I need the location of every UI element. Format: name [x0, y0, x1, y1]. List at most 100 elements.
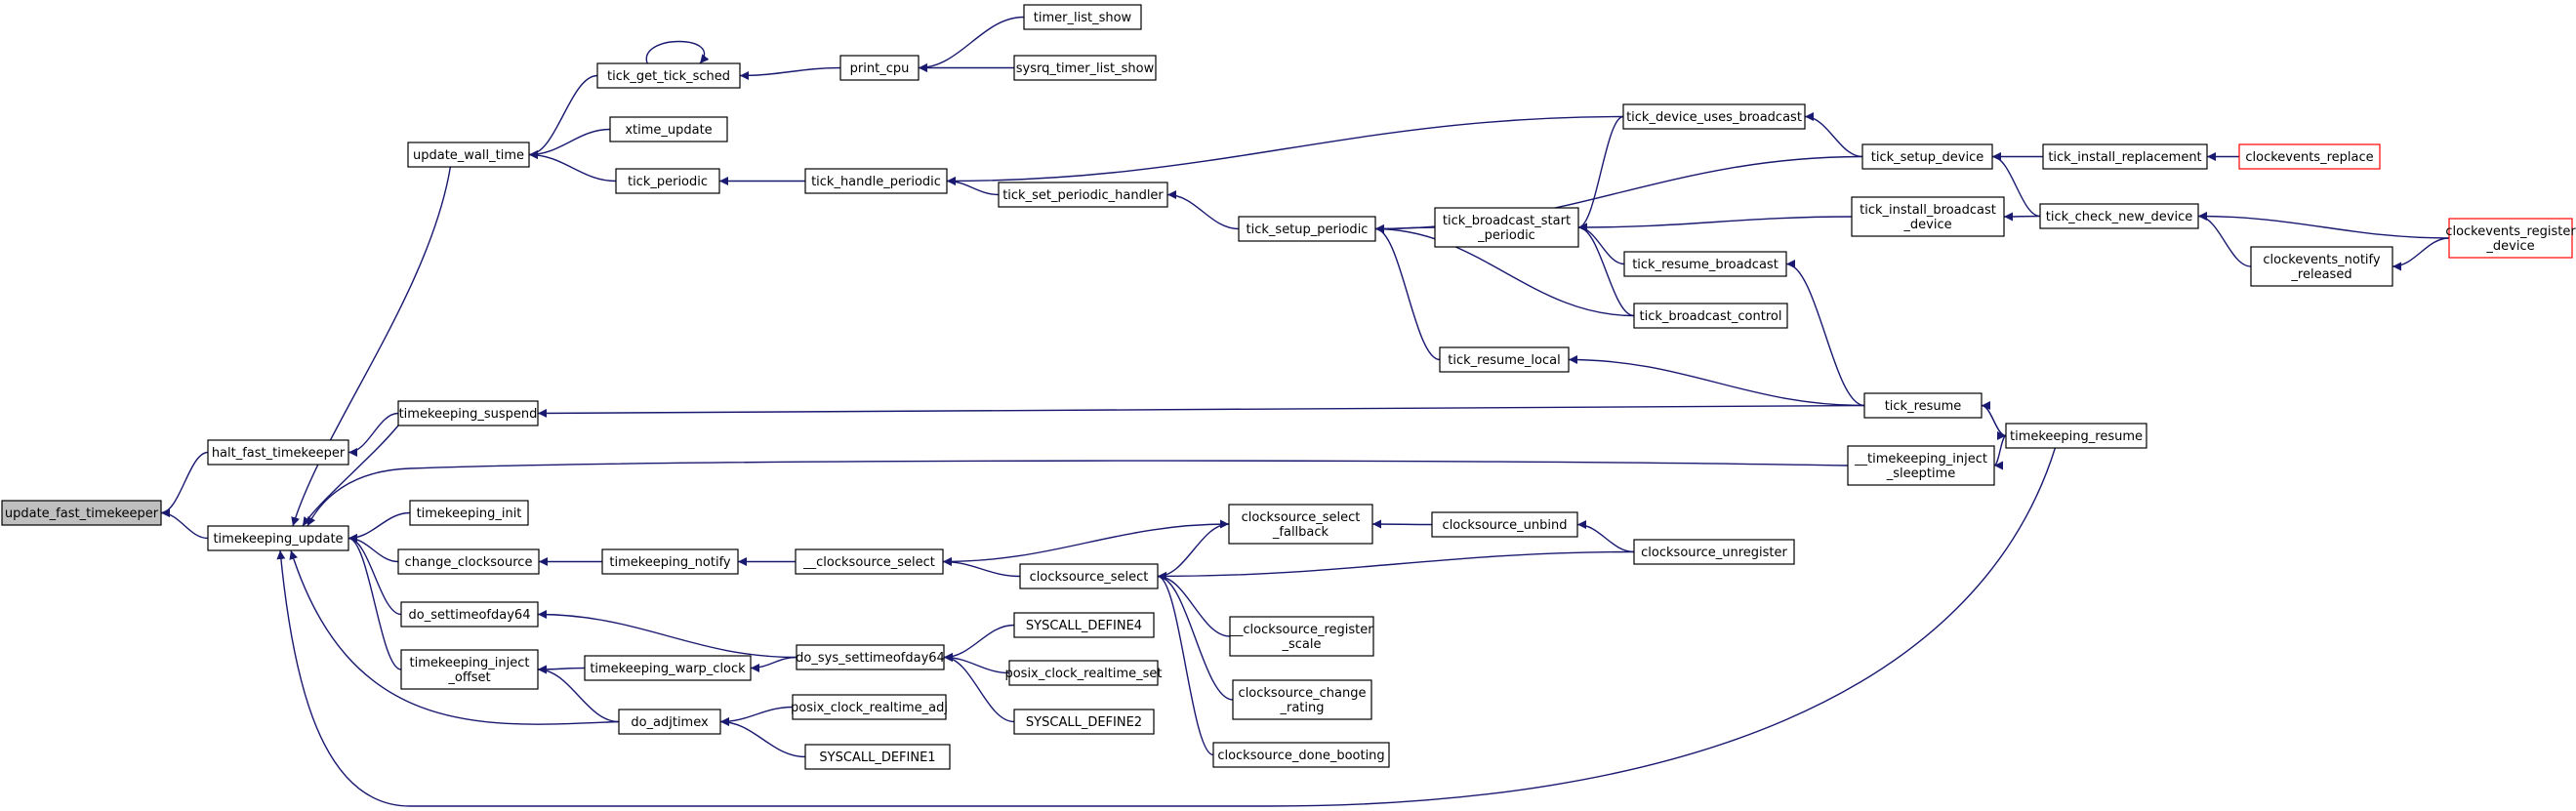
node-box[interactable] — [1431, 511, 1578, 538]
node-update-fast-timekeeper[interactable]: update_fast_timekeeper — [1, 500, 162, 526]
node-timekeeping-warp-clock[interactable]: timekeeping_warp_clock — [584, 655, 752, 681]
node-xtime-update[interactable]: xtime_update — [609, 116, 728, 142]
node-box[interactable] — [584, 655, 752, 681]
node-box[interactable] — [1023, 4, 1142, 30]
node-box[interactable] — [400, 601, 539, 628]
node-box[interactable] — [1019, 563, 1159, 589]
node-timekeeping-suspend[interactable]: timekeeping_suspend — [397, 400, 539, 426]
node-tick-setup-device[interactable]: tick_setup_device — [1861, 143, 1993, 170]
node-box[interactable] — [2448, 218, 2573, 259]
node-box[interactable] — [596, 62, 741, 89]
node-box[interactable] — [1229, 616, 1374, 657]
node-box[interactable] — [397, 400, 539, 426]
node-box[interactable] — [1228, 504, 1373, 545]
node-tick-resume-broadcast[interactable]: tick_resume_broadcast — [1623, 251, 1787, 277]
node-posix-clock-realtime-set[interactable]: posix_clock_realtime_set — [1004, 660, 1163, 686]
node-tick-set-periodic-handler[interactable]: tick_set_periodic_handler — [998, 182, 1168, 208]
node-box[interactable] — [1, 500, 162, 526]
node-box[interactable] — [1861, 143, 1993, 170]
node-syscall-define4[interactable]: SYSCALL_DEFINE4 — [1013, 612, 1155, 638]
node-tick-resume[interactable]: tick_resume — [1863, 392, 1983, 419]
node-posix-clock-realtime-adj[interactable]: posix_clock_realtime_adj — [791, 694, 948, 720]
node-box[interactable] — [1851, 196, 2005, 237]
node-timer-list-show[interactable]: timer_list_show — [1023, 4, 1142, 30]
node-clocksource-select[interactable]: __clocksource_select — [795, 548, 944, 575]
node-box[interactable] — [609, 116, 728, 142]
node-tick-resume-local[interactable]: tick_resume_local — [1439, 346, 1570, 373]
node-timekeeping-resume[interactable]: timekeeping_resume — [2005, 423, 2147, 449]
node-box[interactable] — [2005, 423, 2147, 449]
node-box[interactable] — [1633, 539, 1795, 565]
node-box[interactable] — [601, 548, 739, 575]
node-sysrq-timer-list-show[interactable]: sysrq_timer_list_show — [1013, 55, 1157, 81]
node-syscall-define1[interactable]: SYSCALL_DEFINE1 — [804, 744, 951, 770]
node-box[interactable] — [2250, 246, 2393, 287]
node-timekeeping-update[interactable]: timekeeping_update — [207, 525, 349, 551]
node-box[interactable] — [1847, 445, 1995, 486]
node-clocksource-change-rating[interactable]: clocksource_change_rating — [1232, 679, 1372, 720]
node-box[interactable] — [804, 168, 948, 194]
node-box[interactable] — [1863, 392, 1983, 419]
node-box[interactable] — [1238, 216, 1376, 242]
node-timekeeping-notify[interactable]: timekeeping_notify — [601, 548, 739, 575]
node-tick-install-broadcast-device[interactable]: tick_install_broadcast_device — [1851, 196, 2005, 237]
node-box[interactable] — [615, 168, 720, 194]
node-clocksource-register-scale[interactable]: __clocksource_register_scale — [1229, 616, 1374, 657]
node-tick-get-tick-sched[interactable]: tick_get_tick_sched — [596, 62, 741, 89]
node-timekeeping-init[interactable]: timekeeping_init — [409, 500, 529, 526]
node-timekeeping-inject-sleeptime[interactable]: __timekeeping_inject_sleeptime — [1847, 445, 1995, 486]
node-tick-broadcast-start-periodic[interactable]: tick_broadcast_start_periodic — [1434, 207, 1579, 248]
node-box[interactable] — [409, 500, 529, 526]
node-clockevents-replace[interactable]: clockevents_replace — [2238, 143, 2381, 170]
node-box[interactable] — [618, 709, 721, 735]
node-syscall-define2[interactable]: SYSCALL_DEFINE2 — [1013, 709, 1155, 735]
node-box[interactable] — [1439, 346, 1570, 373]
node-clocksource-select-fallback[interactable]: clocksource_select_fallback — [1228, 504, 1373, 545]
node-box[interactable] — [207, 439, 349, 466]
node-box[interactable] — [2238, 143, 2381, 170]
node-box[interactable] — [1013, 612, 1155, 638]
node-halt-fast-timekeeper[interactable]: halt_fast_timekeeper — [207, 439, 349, 466]
node-box[interactable] — [1013, 55, 1157, 81]
node-clockevents-notify-released[interactable]: clockevents_notify_released — [2250, 246, 2393, 287]
node-tick-setup-periodic[interactable]: tick_setup_periodic — [1238, 216, 1376, 242]
node-tick-broadcast-control[interactable]: tick_broadcast_control — [1633, 303, 1788, 329]
node-box[interactable] — [1622, 103, 1806, 130]
node-box[interactable] — [2039, 203, 2199, 229]
node-box[interactable] — [839, 55, 920, 81]
node-do-sys-settimeofday64[interactable]: do_sys_settimeofday64 — [796, 644, 945, 670]
node-tick-device-uses-broadcast[interactable]: tick_device_uses_broadcast — [1622, 103, 1806, 130]
node-box[interactable] — [1623, 251, 1787, 277]
node-update-wall-time[interactable]: update_wall_time — [407, 142, 530, 168]
node-timekeeping-inject-offset[interactable]: timekeeping_inject_offset — [400, 649, 539, 690]
node-clocksource-done-booting[interactable]: clocksource_done_booting — [1212, 742, 1390, 768]
node-do-settimeofday64[interactable]: do_settimeofday64 — [400, 601, 539, 628]
node-box[interactable] — [795, 548, 944, 575]
node-box[interactable] — [998, 182, 1168, 208]
node-tick-handle-periodic[interactable]: tick_handle_periodic — [804, 168, 948, 194]
node-box[interactable] — [207, 525, 349, 551]
node-do-adjtimex[interactable]: do_adjtimex — [618, 709, 721, 735]
node-box[interactable] — [2042, 143, 2208, 170]
node-clocksource-select[interactable]: clocksource_select — [1019, 563, 1159, 589]
node-tick-periodic[interactable]: tick_periodic — [615, 168, 720, 194]
node-print-cpu[interactable]: print_cpu — [839, 55, 920, 81]
node-change-clocksource[interactable]: change_clocksource — [397, 548, 540, 575]
node-box[interactable] — [397, 548, 540, 575]
node-box[interactable] — [1232, 679, 1372, 720]
node-box[interactable] — [1008, 660, 1159, 686]
node-box[interactable] — [804, 744, 951, 770]
node-box[interactable] — [792, 694, 947, 720]
node-clockevents-register-device[interactable]: clockevents_register_device — [2445, 218, 2576, 259]
node-box[interactable] — [1434, 207, 1579, 248]
node-box[interactable] — [1013, 709, 1155, 735]
node-clocksource-unbind[interactable]: clocksource_unbind — [1431, 511, 1578, 538]
node-box[interactable] — [1212, 742, 1390, 768]
node-box[interactable] — [1633, 303, 1788, 329]
node-tick-install-replacement[interactable]: tick_install_replacement — [2042, 143, 2208, 170]
node-box[interactable] — [400, 649, 539, 690]
node-box[interactable] — [407, 142, 530, 168]
node-tick-check-new-device[interactable]: tick_check_new_device — [2039, 203, 2199, 229]
node-clocksource-unregister[interactable]: clocksource_unregister — [1633, 539, 1795, 565]
node-box[interactable] — [796, 644, 945, 670]
